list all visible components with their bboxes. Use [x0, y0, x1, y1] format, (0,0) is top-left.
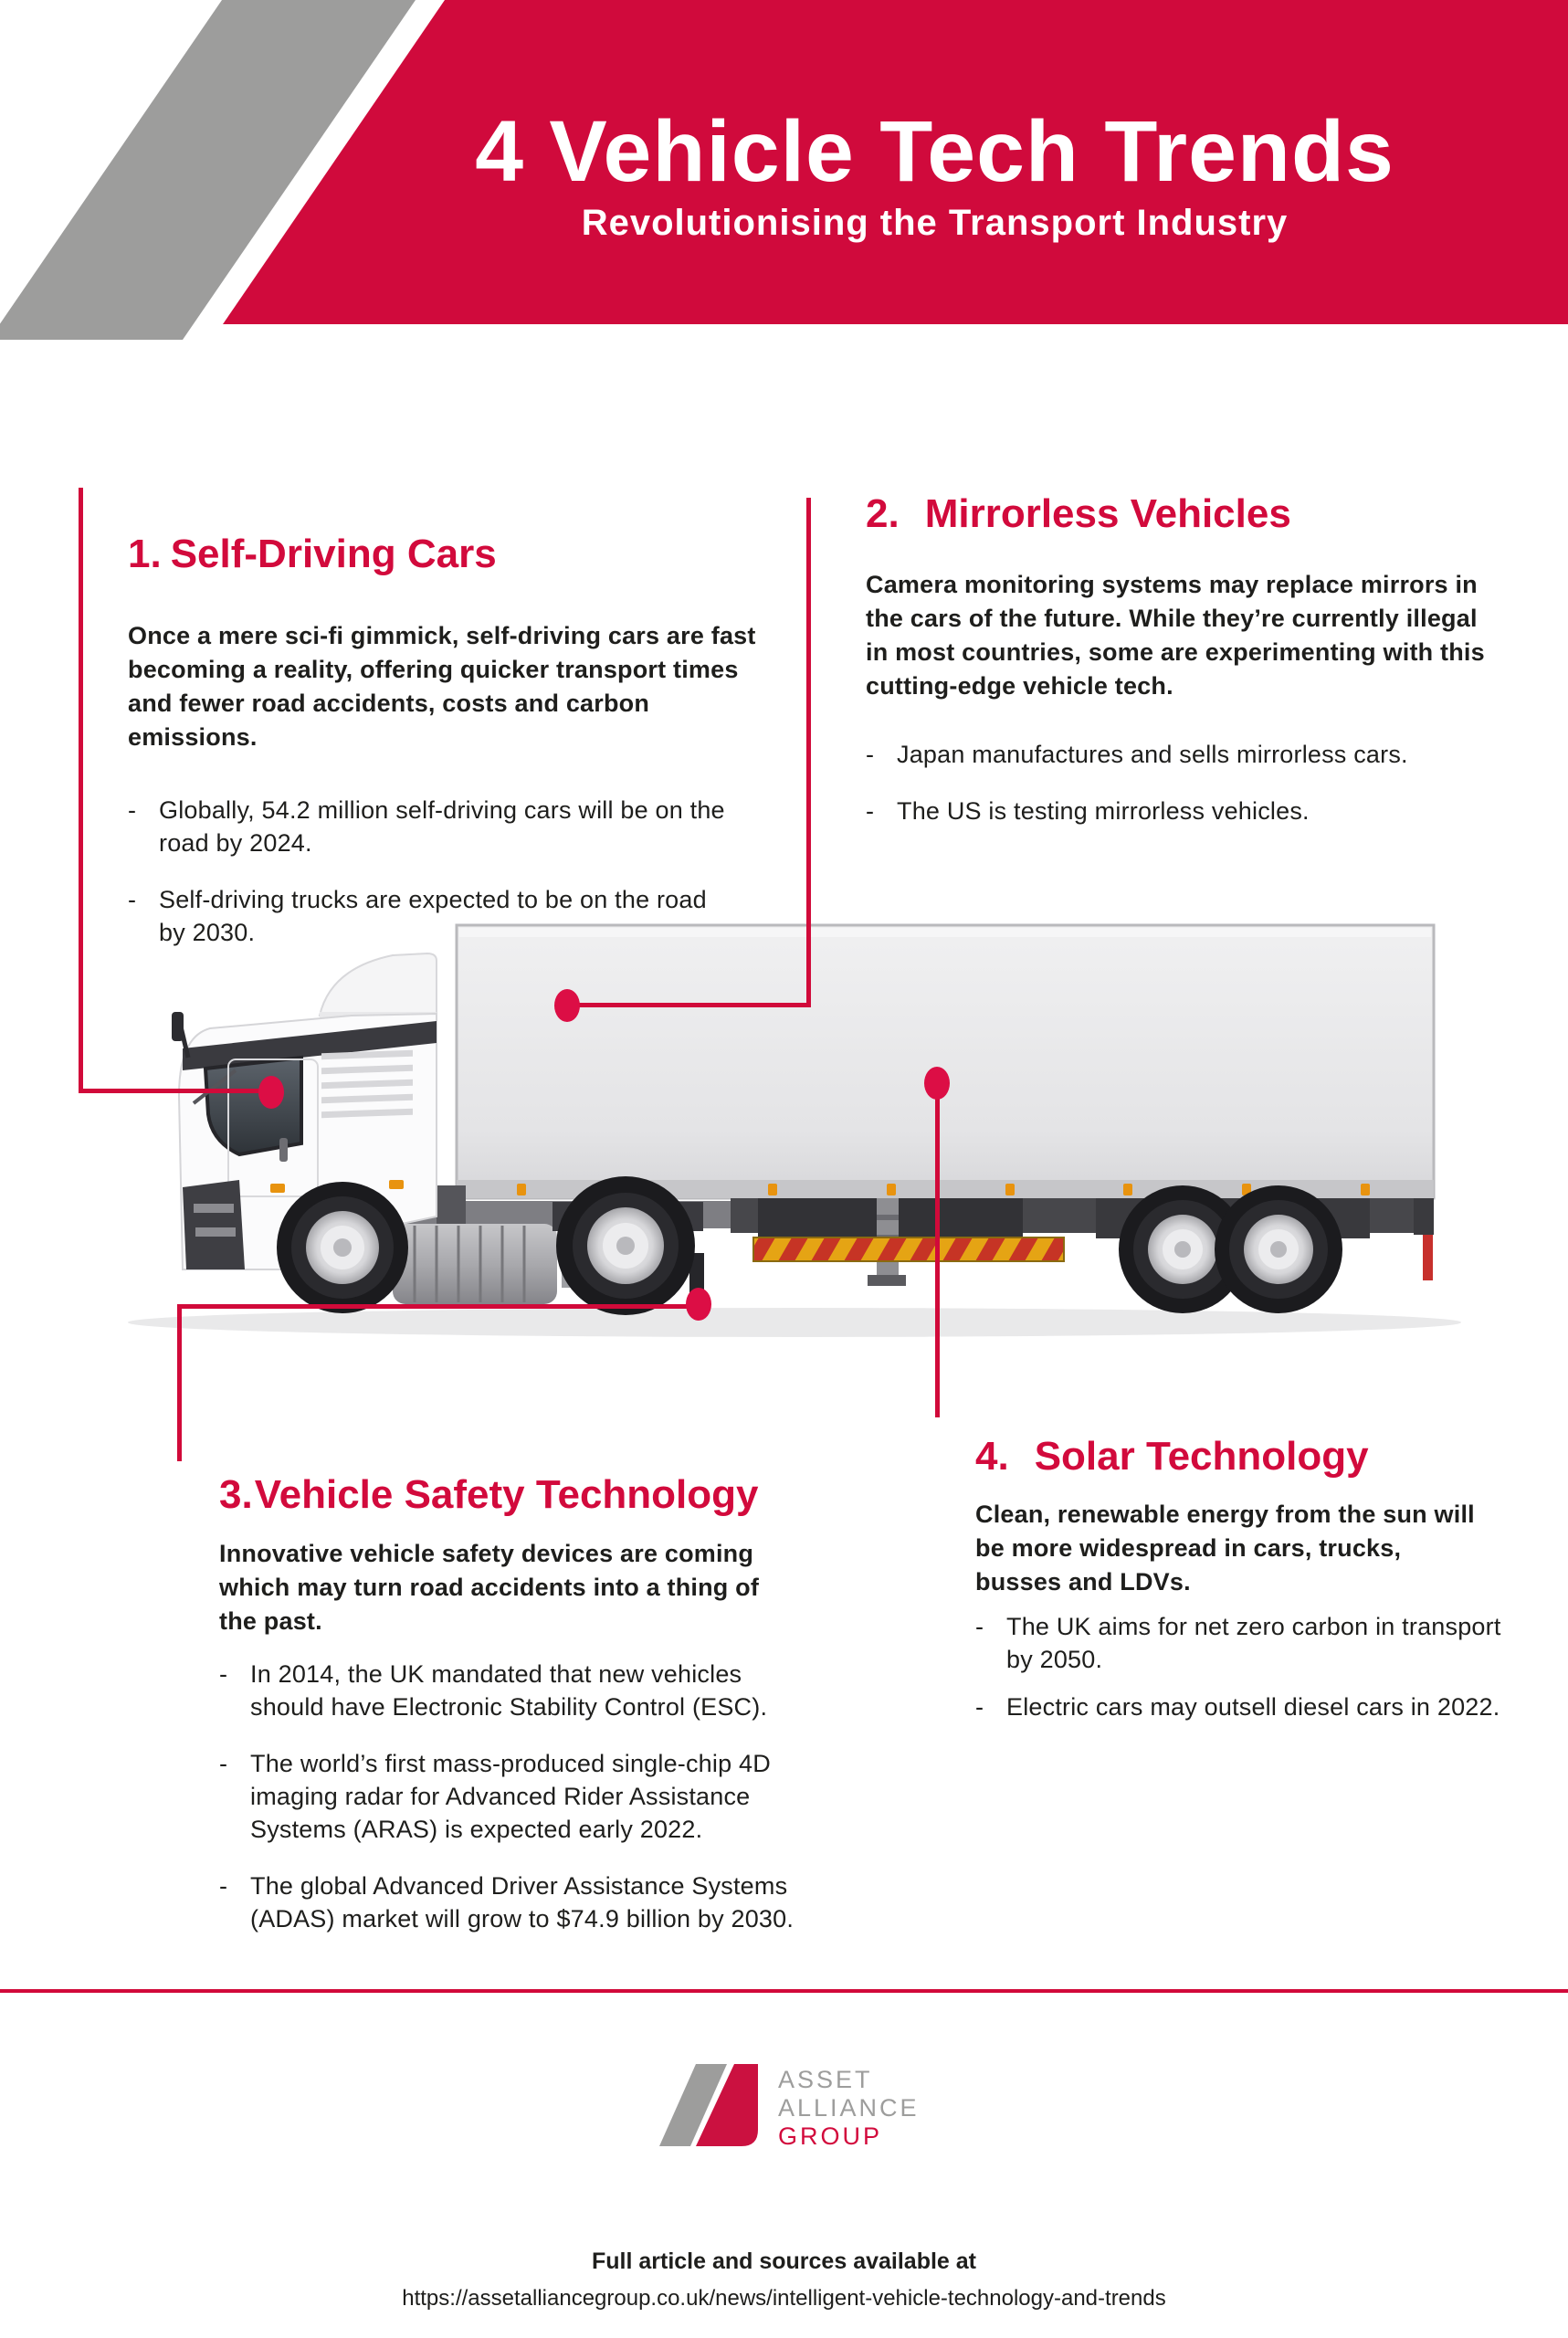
list-item: - Electric cars may outsell diesel cars … — [975, 1693, 1500, 1721]
section3-title: 3. Vehicle Safety Technology — [219, 1472, 759, 1517]
logo-red-a — [696, 2064, 758, 2146]
section2-title: 2. Mirrorless Vehicles — [866, 491, 1291, 536]
section-mirrorless-vehicles: 2. Mirrorless Vehicles Camera monitoring… — [866, 491, 1523, 827]
connector-line-section3-horizontal — [177, 1304, 701, 1309]
logo-line-asset: ASSET — [778, 2066, 873, 2093]
footer-note: Full article and sources available at — [591, 2248, 976, 2274]
asset-alliance-logo-icon — [659, 2064, 758, 2146]
cab-vents — [321, 1049, 413, 1119]
drive-wheel — [556, 1176, 695, 1315]
section3-intro: Innovative vehicle safety devices are co… — [219, 1540, 760, 1635]
section3-number: 3. — [219, 1472, 253, 1517]
front-wheel — [277, 1182, 408, 1313]
connector-line-section1-horizontal — [79, 1089, 272, 1093]
list-item: - The US is testing mirrorless vehicles. — [866, 797, 1310, 825]
ground-shadow — [128, 1308, 1461, 1337]
list-item: - The world’s first mass-produced single… — [219, 1750, 771, 1843]
logo-line-group: GROUP — [778, 2122, 883, 2150]
cab-skirt — [183, 1180, 245, 1269]
list-item: - In 2014, the UK mandated that new vehi… — [219, 1660, 768, 1721]
header-crimson-block — [223, 0, 1568, 324]
page-title: 4 Vehicle Tech Trends — [475, 103, 1394, 200]
mirror — [172, 1012, 184, 1041]
logo-line-alliance: ALLIANCE — [778, 2094, 920, 2122]
fuel-tank — [393, 1224, 557, 1304]
door-handle — [279, 1138, 288, 1162]
list-item: - Japan manufactures and sells mirrorles… — [866, 741, 1408, 768]
list-item: - Globally, 54.2 million self-driving ca… — [128, 796, 725, 857]
section4-intro: Clean, renewable energy from the sun wil… — [975, 1501, 1475, 1596]
connector-dot-wheel — [686, 1288, 711, 1321]
trailer-box — [455, 923, 1436, 1200]
trailer-wheel-1 — [1119, 1185, 1247, 1313]
section4-bullets: - The UK aims for net zero carbon in tra… — [975, 1610, 1532, 1723]
section2-intro: Camera monitoring systems may replace mi… — [866, 571, 1485, 700]
roof-fairing — [318, 952, 437, 1016]
section4-number: 4. — [975, 1434, 1009, 1479]
section2-number: 2. — [866, 491, 900, 536]
connector-line-section2-horizontal — [567, 1003, 811, 1007]
connector-line-section1 — [79, 488, 83, 1092]
connector-line-section3 — [177, 1304, 182, 1461]
list-item: - Self-driving trucks are expected to be… — [128, 886, 707, 946]
connector-dot-trailer-rear — [924, 1067, 950, 1100]
section1-bullets: - Globally, 54.2 million self-driving ca… — [128, 794, 731, 949]
section4-title: 4. Solar Technology — [975, 1434, 1369, 1479]
asset-alliance-logo-text: ASSET ALLIANCE GROUP — [778, 2066, 920, 2151]
connector-line-section4 — [935, 1083, 940, 1417]
list-item: - The UK aims for net zero carbon in tra… — [975, 1613, 1501, 1673]
windshield-band — [183, 1021, 437, 1070]
trailer-wheel-2 — [1215, 1185, 1342, 1313]
hazard-stripe-board — [752, 1237, 1065, 1262]
page-subtitle: Revolutionising the Transport Industry — [581, 203, 1289, 243]
section2-bullets: - Japan manufactures and sells mirrorles… — [866, 738, 1505, 827]
truck-illustration — [128, 923, 1461, 1337]
section1-number: 1. — [128, 532, 162, 576]
logo-gray-stripe — [659, 2064, 727, 2146]
section3-bullets: - In 2014, the UK mandated that new vehi… — [219, 1658, 804, 1935]
connector-line-section2 — [806, 498, 811, 1006]
list-item: - The global Advanced Driver Assistance … — [219, 1872, 795, 1933]
section-vehicle-safety-technology: 3. Vehicle Safety Technology Innovative … — [219, 1472, 804, 1935]
header-gray-diagonal — [0, 0, 416, 340]
section1-title: 1. Self-Driving Cars — [128, 532, 497, 576]
door-seam — [227, 1058, 319, 1197]
footer-url: https://assetalliancegroup.co.uk/news/in… — [402, 2286, 1166, 2311]
trailer-rear-marker — [1423, 1231, 1433, 1280]
footer-divider — [0, 1989, 1568, 1993]
section-solar-technology: 4. Solar Technology Clean, renewable ene… — [975, 1434, 1542, 1723]
section1-intro: Once a mere sci-fi gimmick, self-driving… — [128, 622, 756, 751]
section-self-driving-cars: 1. Self-Driving Cars Once a mere sci-fi … — [128, 532, 785, 949]
connector-dot-cab-window — [258, 1076, 284, 1109]
header-banner — [0, 0, 1568, 340]
connector-dot-trailer-front — [554, 989, 580, 1022]
